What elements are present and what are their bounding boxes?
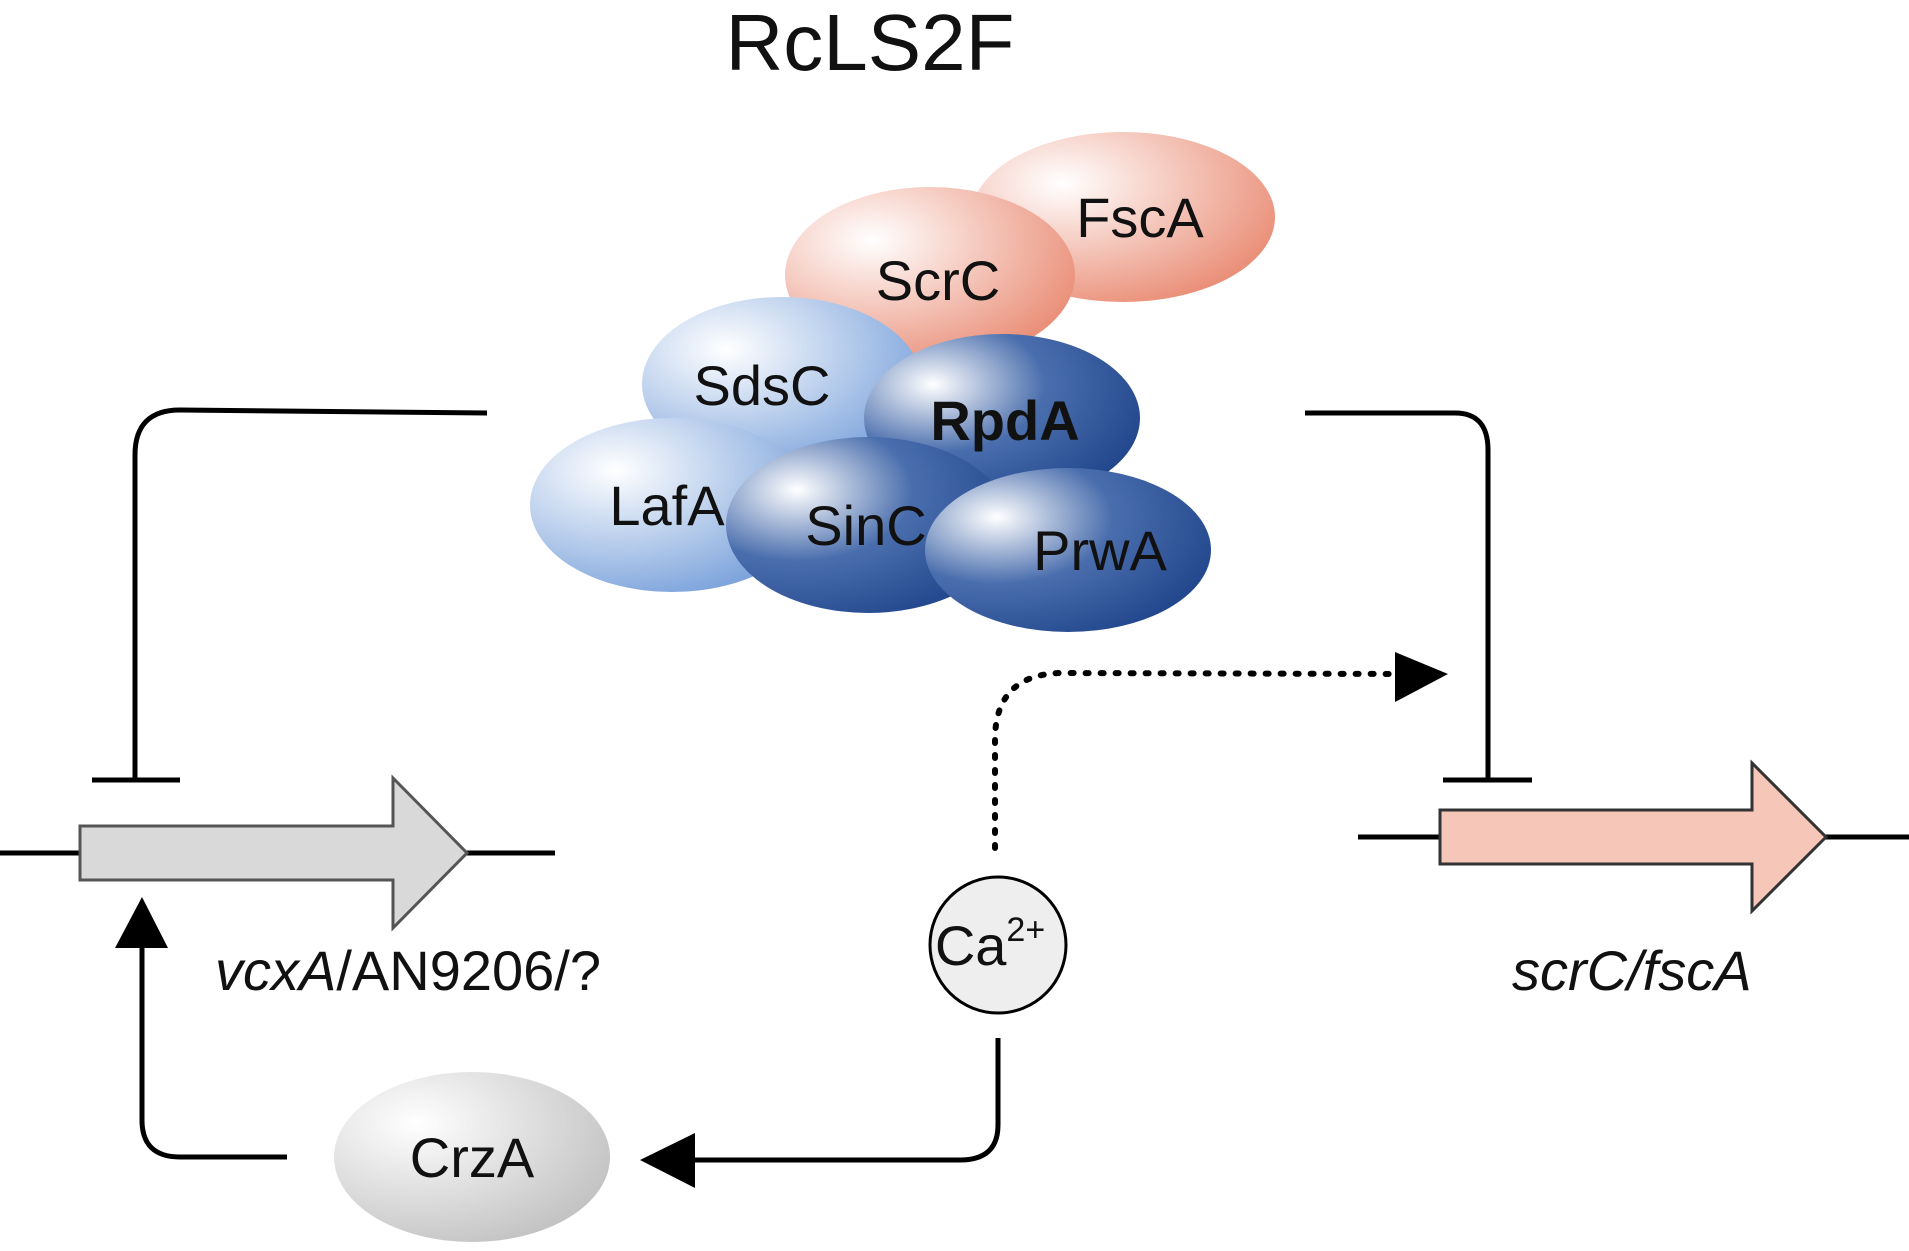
gene-arrow-left (78, 774, 470, 932)
edge-complex-inhibits-left-gene (92, 407, 488, 783)
left-gene-label: vcxA/AN9206/? (215, 939, 601, 1002)
protein-fsca-label: FscA (1076, 186, 1204, 249)
calcium-label: Ca (935, 914, 1007, 977)
left-gene (0, 774, 555, 932)
gene-arrow-right (1438, 759, 1829, 915)
calcium-ion: Ca2+ (928, 875, 1068, 1015)
protein-sdsc-label: SdsC (694, 354, 831, 417)
edge-complex-inhibits-right-gene (1305, 410, 1532, 783)
edge-crza-activates-left-gene (115, 897, 287, 1160)
svg-text:Ca2+: Ca2+ (935, 911, 1045, 977)
protein-scrc-label: ScrC (876, 249, 1000, 312)
protein-prwa: PrwA (925, 468, 1211, 632)
calcium-charge: 2+ (1006, 911, 1045, 949)
protein-sinc-label: SinC (805, 494, 926, 557)
edge-calcium-activates-right-gene (992, 652, 1448, 851)
right-gene (1358, 759, 1909, 915)
right-gene-label: scrC/fscA (1512, 939, 1752, 1002)
crza-protein: CrzA (334, 1072, 610, 1242)
protein-prwa-label: PrwA (1033, 519, 1167, 582)
diagram-title: RcLS2F (726, 0, 1015, 87)
arrowhead-left-gene (115, 897, 168, 948)
protein-rpda-label: RpdA (930, 389, 1079, 452)
crza-label: CrzA (410, 1126, 535, 1189)
arrowhead-crza (640, 1133, 695, 1188)
protein-lafa-label: LafA (609, 474, 725, 537)
protein-complex: FscA ScrC SdsC LafA RpdA SinC PrwA (530, 132, 1275, 632)
edge-calcium-activates-crza (640, 1038, 1001, 1188)
arrowhead-right-gene (1395, 652, 1448, 702)
